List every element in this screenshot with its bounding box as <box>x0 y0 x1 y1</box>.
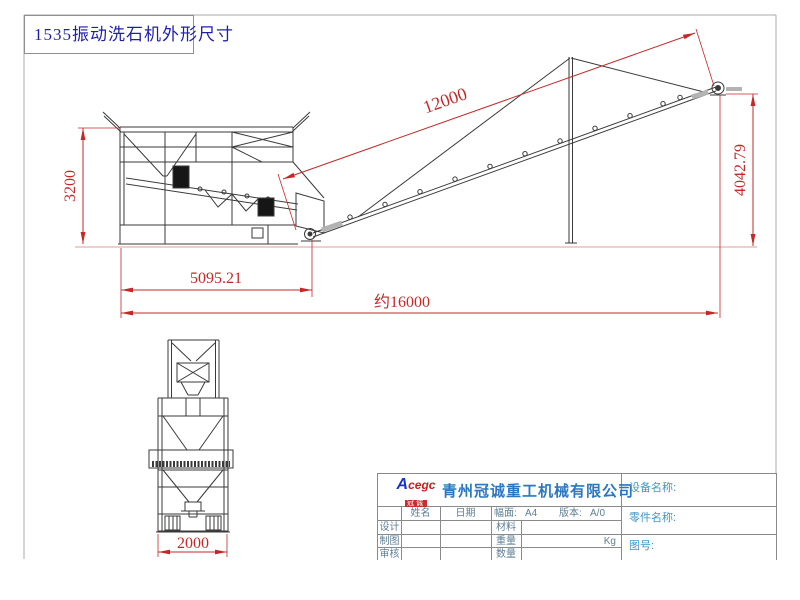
dimension-lines <box>78 28 758 557</box>
header-date: 日期 <box>455 508 476 519</box>
table-gridline <box>521 520 522 560</box>
part-name-label: 零件名称: <box>629 512 677 524</box>
row-role-drafting: 制图 <box>379 536 400 547</box>
device-name-label: 设备名称: <box>629 482 677 494</box>
conveyor-post <box>565 57 577 244</box>
dim-front-width: 2000 <box>177 535 209 552</box>
row-role-design: 设计 <box>379 522 400 533</box>
header-name: 姓名 <box>410 508 431 519</box>
title-block: Acegc 冠诚 青州冠诚重工机械有限公司 设备名称: 零件名称: 图号: 姓名… <box>377 473 777 560</box>
conveyor-skirts <box>321 87 742 233</box>
conveyor-cables <box>357 57 705 218</box>
head-pulley <box>711 81 725 95</box>
table-gridline <box>401 506 402 560</box>
conveyor-rollers <box>347 94 683 220</box>
dim-total-length: 约16000 <box>374 293 430 311</box>
header-format-value: A4 <box>525 508 538 519</box>
row-field-material: 材料 <box>496 522 516 533</box>
table-gridline <box>378 506 776 507</box>
dim-conveyor-length: 12000 <box>420 83 469 117</box>
header-format-label: 幅面: <box>494 508 517 519</box>
row-field-quantity: 数量 <box>496 549 516 560</box>
table-gridline <box>440 506 441 560</box>
conveyor <box>312 57 726 244</box>
dim-discharge-height: 4042.79 <box>732 144 749 196</box>
row-role-check: 审核 <box>379 549 400 560</box>
table-gridline <box>378 547 622 548</box>
company-logo: Acegc 冠诚 <box>392 476 440 507</box>
dim-machine-height: 3200 <box>62 170 79 202</box>
dim-machine-length: 5095.21 <box>190 270 242 287</box>
table-gridline <box>378 520 622 521</box>
logo-subtext: 冠诚 <box>405 500 427 507</box>
header-version-label: 版本: <box>559 508 582 519</box>
spring-block-left <box>172 165 190 189</box>
machine-front-view <box>148 339 234 533</box>
table-gridline <box>378 534 776 535</box>
logo-text: cegc <box>408 478 436 492</box>
spring-block-right <box>257 197 275 217</box>
table-gridline <box>621 474 622 560</box>
table-gridline <box>491 506 492 560</box>
drawing-number-label: 图号: <box>629 540 655 552</box>
header-version-value: A/0 <box>590 508 606 519</box>
tail-pulley <box>304 228 316 240</box>
drawing-title: 1535振动洗石机外形尺寸 <box>34 25 234 44</box>
row-weight-unit: Kg <box>603 536 616 547</box>
row-field-weight: 重量 <box>496 536 516 547</box>
machine-side-view <box>102 111 325 245</box>
logo-letter: A <box>396 476 409 493</box>
company-name: 青州冠诚重工机械有限公司 <box>442 484 635 500</box>
drawing-title-box: 1535振动洗石机外形尺寸 <box>24 15 234 54</box>
